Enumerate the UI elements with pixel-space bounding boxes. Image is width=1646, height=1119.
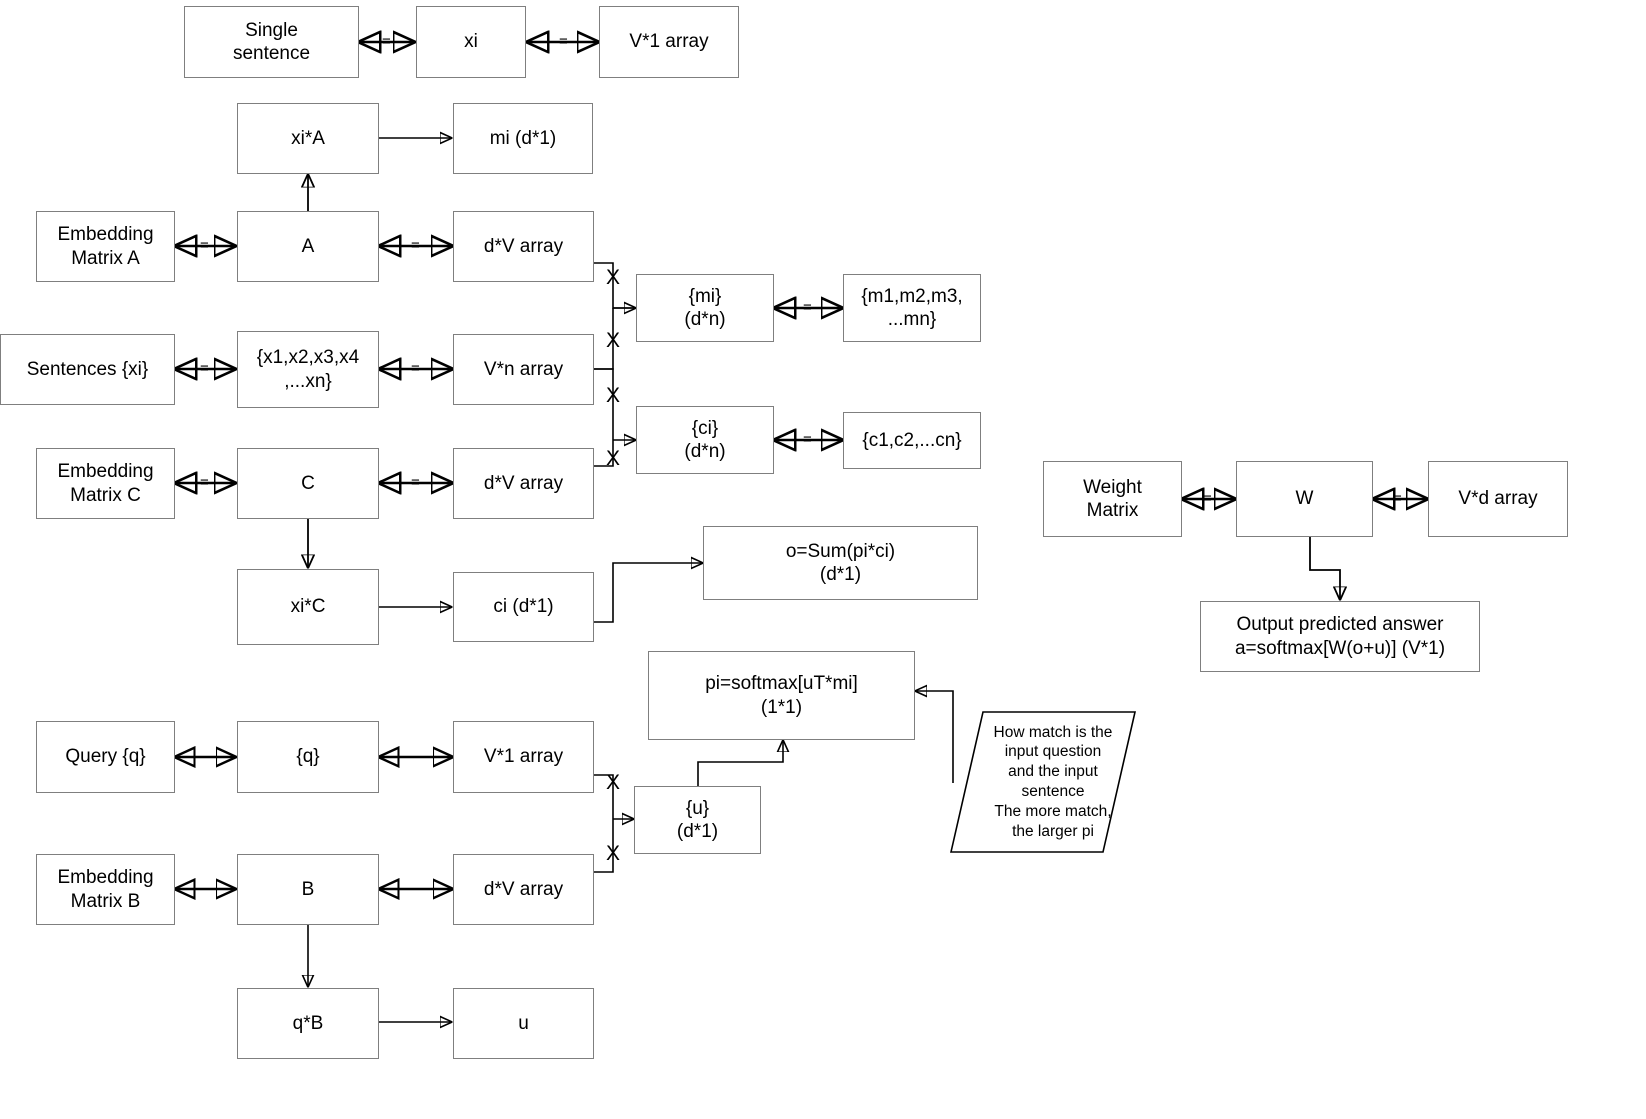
equiv-symbol: = [803, 431, 812, 448]
node-dv-array-b[interactable]: d*V array [453, 854, 594, 925]
node-v1-array-q[interactable]: V*1 array [453, 721, 594, 793]
node-u[interactable]: u [453, 988, 594, 1059]
wire-dvB-to-u-bus [594, 819, 614, 873]
node-m-list[interactable]: {m1,m2,m3, ...mn} [843, 274, 981, 342]
note-match-explanation: How match is the input question and the … [993, 723, 1113, 840]
wire-u-pi [697, 740, 783, 790]
node-output-answer[interactable]: Output predicted answer a=softmax[W(o+u)… [1200, 601, 1480, 672]
equiv-symbol: = [803, 299, 812, 316]
node-sentences-xi[interactable]: Sentences {xi} [0, 334, 175, 405]
wire-dvC-to-ci-bus [594, 440, 614, 467]
equiv-symbol: = [559, 33, 568, 50]
node-q-times-b[interactable]: q*B [237, 988, 379, 1059]
node-w[interactable]: W [1236, 461, 1373, 537]
equiv-symbol: = [200, 474, 209, 491]
node-single-sentence[interactable]: Single sentence [184, 6, 359, 78]
equiv-symbol: = [411, 360, 420, 377]
node-b[interactable]: B [237, 854, 379, 925]
node-x-list[interactable]: {x1,x2,x3,x4 ,...xn} [237, 331, 379, 408]
node-weight-matrix[interactable]: Weight Matrix [1043, 461, 1182, 537]
node-embedding-matrix-a[interactable]: Embedding Matrix A [36, 211, 175, 282]
node-vd-array[interactable]: V*d array [1428, 461, 1568, 537]
node-q-set[interactable]: {q} [237, 721, 379, 793]
node-ci-d1[interactable]: ci (d*1) [453, 572, 594, 642]
wire-note-pi [915, 691, 954, 783]
node-dv-array-a[interactable]: d*V array [453, 211, 594, 282]
node-vn-array[interactable]: V*n array [453, 334, 594, 405]
equiv-symbol: = [1203, 490, 1212, 507]
node-dv-array-c[interactable]: d*V array [453, 448, 594, 519]
multiply-marker: X [606, 771, 621, 794]
node-embedding-matrix-b[interactable]: Embedding Matrix B [36, 854, 175, 925]
node-c[interactable]: C [237, 448, 379, 519]
node-xi-times-c[interactable]: xi*C [237, 569, 379, 645]
multiply-marker: X [606, 266, 621, 289]
node-query-q[interactable]: Query {q} [36, 721, 175, 793]
node-mi-d1[interactable]: mi (d*1) [453, 103, 593, 174]
node-xi-times-a[interactable]: xi*A [237, 103, 379, 174]
multiply-marker: X [606, 447, 621, 470]
node-ci-set[interactable]: {ci} (d*n) [636, 406, 774, 474]
multiply-marker: X [606, 384, 621, 407]
wire-ci-osum [594, 563, 703, 623]
node-a[interactable]: A [237, 211, 379, 282]
equiv-symbol: = [382, 33, 391, 50]
multiply-marker: X [606, 842, 621, 865]
node-o-sum[interactable]: o=Sum(pi*ci) (d*1) [703, 526, 978, 600]
note-parallelogram-shape [949, 711, 1137, 853]
node-v1-array-top[interactable]: V*1 array [599, 6, 739, 78]
equiv-symbol: = [1393, 490, 1402, 507]
equiv-symbol: = [200, 237, 209, 254]
equiv-symbol: = [411, 474, 420, 491]
node-embedding-matrix-c[interactable]: Embedding Matrix C [36, 448, 175, 519]
equiv-symbol: = [200, 360, 209, 377]
node-c-list[interactable]: {c1,c2,...cn} [843, 412, 981, 469]
wire-W-output [1309, 537, 1340, 600]
node-u-set[interactable]: {u} (d*1) [634, 786, 761, 854]
node-mi-set[interactable]: {mi} (d*n) [636, 274, 774, 342]
equiv-symbol: = [411, 237, 420, 254]
node-pi-softmax[interactable]: pi=softmax[uT*mi] (1*1) [648, 651, 915, 740]
wire-v1q-to-u-bus [594, 774, 614, 819]
node-xi[interactable]: xi [416, 6, 526, 78]
wire-vn-to-ci-bus [594, 368, 614, 440]
multiply-marker: X [606, 329, 621, 352]
